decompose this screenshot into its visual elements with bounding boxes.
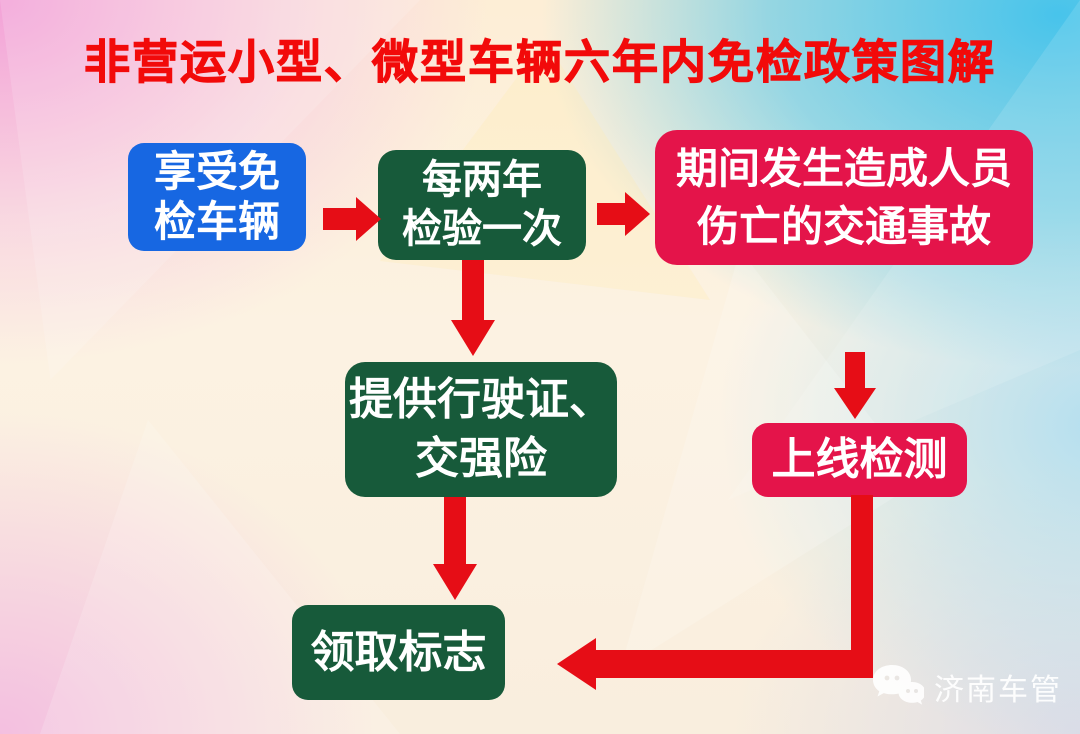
- node-inspection-label: 上线检测: [771, 435, 948, 484]
- arrow-down-icon: [451, 320, 495, 356]
- node-biennial-inspection: 每两年 检验一次: [378, 150, 586, 260]
- page-title: 非营运小型、微型车辆六年内免检政策图解: [84, 36, 996, 89]
- arrow-inspection-to-sticker-horizontal: [594, 650, 873, 678]
- node-online-inspection: 上线检测: [752, 423, 967, 497]
- node-exempt-line2: 检车辆: [153, 198, 280, 245]
- wechat-icon: [873, 665, 924, 705]
- node-fatal-accident: 期间发生造成人员 伤亡的交通事故: [655, 130, 1033, 265]
- node-biennial-line2: 检验一次: [402, 207, 562, 251]
- node-accident-line1: 期间发生造成人员: [675, 144, 1012, 192]
- arrow-biennial-to-accident: [597, 203, 627, 225]
- node-collect-sticker: 领取标志: [292, 605, 505, 700]
- arrow-accident-to-inspection: [845, 352, 865, 390]
- node-exempt-line1: 享受免: [153, 148, 280, 196]
- arrow-down-icon: [433, 564, 477, 600]
- node-documents-line1: 提供行驶证、: [349, 375, 613, 425]
- node-provide-documents: 提供行驶证、 交强险: [345, 362, 617, 497]
- watermark-label: 济南车管: [934, 674, 1062, 707]
- node-accident-line2: 伤亡的交通事故: [696, 202, 991, 250]
- node-biennial-line1: 每两年: [422, 158, 542, 203]
- node-exempt-vehicle: 享受免 检车辆: [128, 143, 306, 251]
- arrow-biennial-to-documents: [462, 260, 484, 322]
- node-documents-line2: 交强险: [415, 433, 547, 483]
- arrow-documents-to-sticker: [444, 497, 466, 566]
- arrow-right-icon: [356, 197, 381, 241]
- arrow-down-icon: [834, 388, 876, 419]
- arrow-inspection-to-sticker-vertical: [851, 495, 873, 678]
- arrow-right-icon: [625, 192, 650, 236]
- arrow-left-icon: [557, 638, 596, 690]
- node-sticker-label: 领取标志: [310, 627, 487, 677]
- watermark: 济南车管: [870, 664, 1062, 710]
- arrow-exempt-to-biennial: [323, 208, 358, 230]
